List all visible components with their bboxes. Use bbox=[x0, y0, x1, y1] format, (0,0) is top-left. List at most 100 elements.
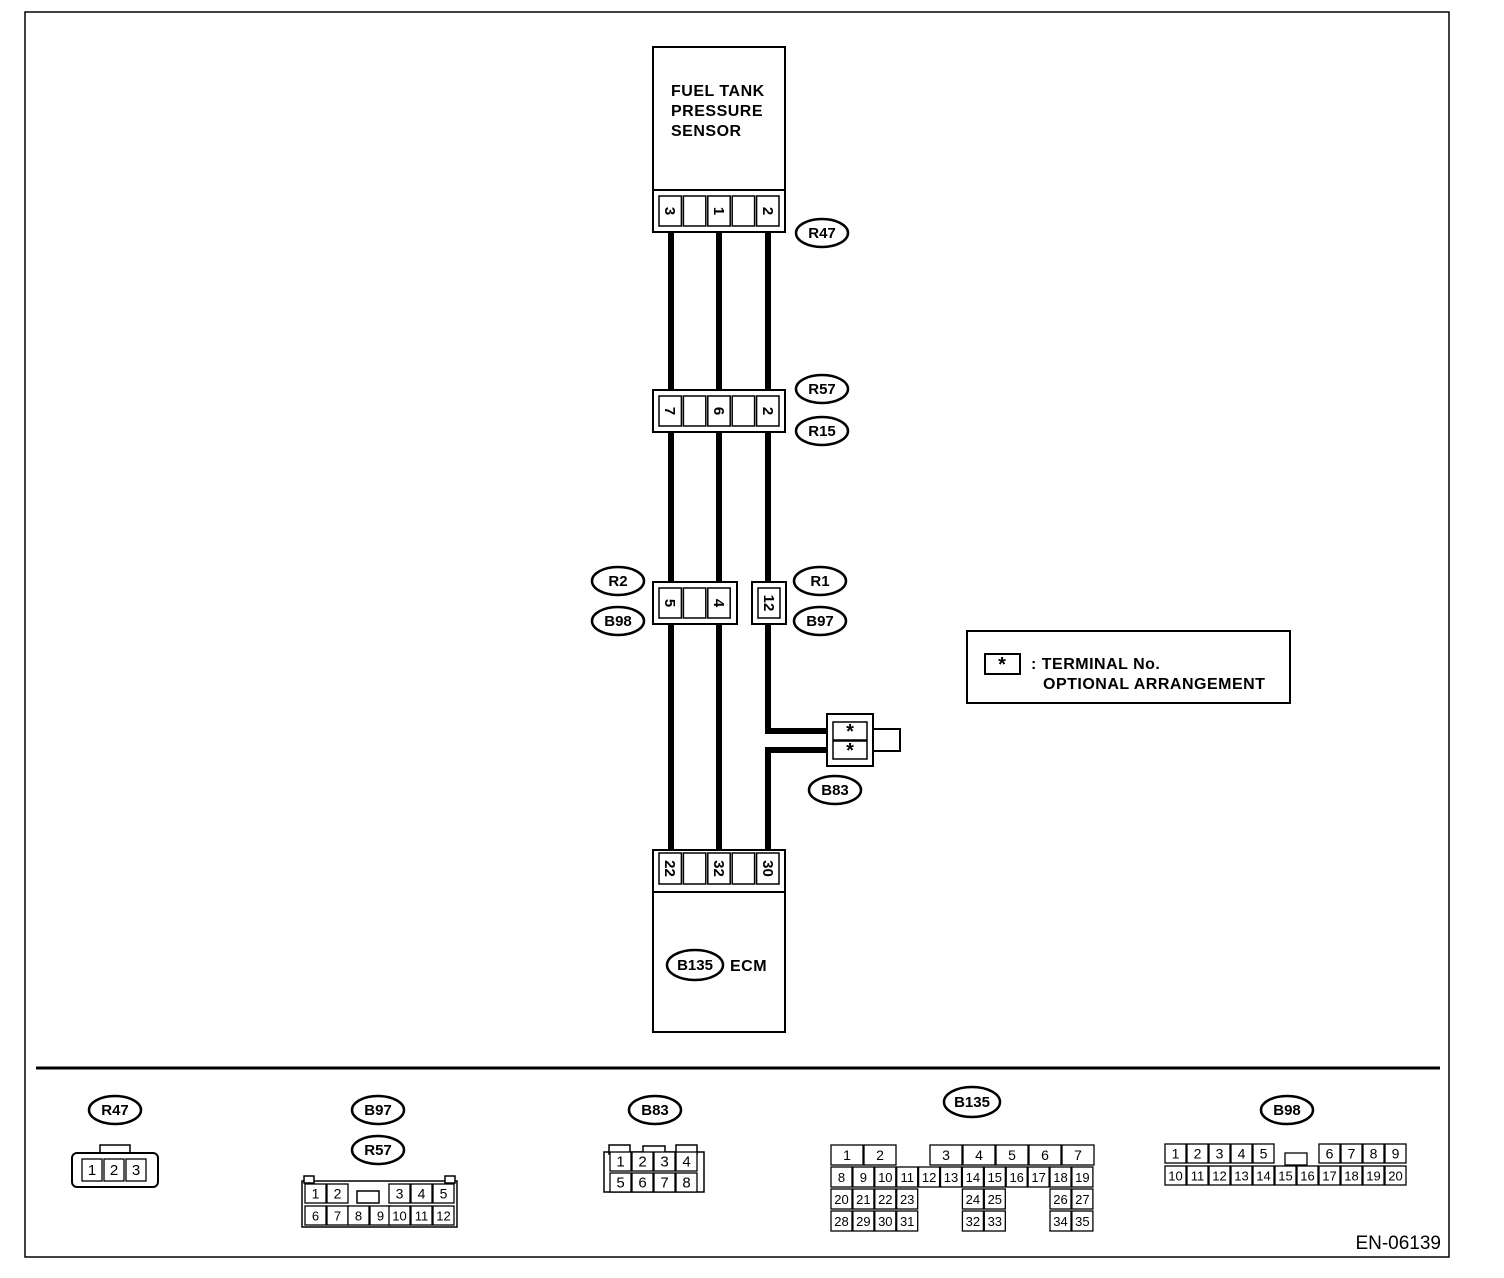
face-b98-pin-cell bbox=[1362, 1143, 1385, 1164]
svg-text:R47: R47 bbox=[101, 1102, 129, 1119]
face-b98-pin-number: 7 bbox=[1348, 1146, 1356, 1162]
r57-cell bbox=[682, 395, 707, 427]
legend-line2: OPTIONAL ARRANGEMENT bbox=[1043, 676, 1265, 693]
face-b98-pin-number: 13 bbox=[1234, 1169, 1248, 1184]
face-b135-pin-number: 20 bbox=[834, 1192, 848, 1207]
face-b135-pin-cell bbox=[961, 1166, 985, 1188]
face-b98-pin-cell bbox=[1318, 1165, 1341, 1186]
face-b135-pin-number: 27 bbox=[1075, 1192, 1089, 1207]
r57-cell bbox=[731, 395, 756, 427]
svg-text:R57: R57 bbox=[364, 1142, 392, 1159]
face-b98-pin-cell bbox=[1186, 1143, 1209, 1164]
b83-pin-1: * bbox=[846, 721, 854, 743]
badge-b135: B135 bbox=[665, 948, 725, 982]
sensor-pin-label: 3 bbox=[661, 207, 678, 215]
face-b135-pin-number: 17 bbox=[1031, 1170, 1045, 1185]
sensor-cell bbox=[731, 195, 756, 227]
svg-text:R15: R15 bbox=[808, 423, 836, 440]
face-b135-pin-cell bbox=[852, 1188, 875, 1210]
svg-text:B97: B97 bbox=[806, 613, 834, 630]
face-b97-pin-cell bbox=[304, 1183, 327, 1204]
face-b98-pin-cell bbox=[1340, 1165, 1363, 1186]
svg-text:B98: B98 bbox=[1273, 1102, 1301, 1119]
ecm-cell bbox=[658, 852, 683, 885]
face-b135-pin-cell bbox=[830, 1210, 853, 1232]
wire-r1-to-b83 bbox=[765, 624, 833, 734]
ecm-pin-label: 32 bbox=[710, 860, 727, 877]
r57-pin-label: 6 bbox=[710, 407, 727, 415]
r57-cell bbox=[658, 395, 683, 427]
svg-text:R47: R47 bbox=[808, 225, 836, 242]
svg-text:B97: B97 bbox=[364, 1102, 392, 1119]
face-b135-badge: B135 bbox=[942, 1085, 1002, 1119]
face-b97-pin-number: 9 bbox=[377, 1209, 384, 1224]
face-b83-pin-cell bbox=[631, 1151, 654, 1172]
b83-test-connector: * * bbox=[826, 713, 901, 767]
ecm-cell bbox=[755, 852, 780, 885]
r2-pin-label: 4 bbox=[710, 599, 727, 608]
ecm-cell bbox=[731, 852, 756, 885]
face-b98-pin-number: 19 bbox=[1366, 1169, 1380, 1184]
face-b97-pin-number: 6 bbox=[312, 1209, 319, 1224]
face-b135-pin-cell bbox=[852, 1210, 875, 1232]
sensor-body bbox=[652, 46, 786, 191]
ecm-label: ECM bbox=[730, 958, 767, 975]
face-b97-pin-number: 7 bbox=[334, 1209, 341, 1224]
face-b135-pin-number: 1 bbox=[843, 1147, 851, 1163]
svg-text:R1: R1 bbox=[810, 573, 829, 590]
badge-r2: R2 bbox=[590, 565, 646, 597]
r1-cell bbox=[757, 587, 781, 619]
face-b97-pin-cell bbox=[347, 1205, 370, 1226]
face-b98-pin-cell bbox=[1208, 1143, 1231, 1164]
svg-text:R57: R57 bbox=[808, 381, 836, 398]
face-b135-pin-number: 18 bbox=[1053, 1170, 1067, 1185]
r2-cell bbox=[658, 587, 683, 619]
face-b135-pin-number: 14 bbox=[966, 1170, 980, 1185]
face-b98-pin-number: 15 bbox=[1278, 1169, 1292, 1184]
face-b97-pin-number: 4 bbox=[418, 1186, 426, 1202]
face-r47-pin-number: 1 bbox=[88, 1162, 96, 1179]
face-b97-pin-number: 3 bbox=[396, 1186, 404, 1202]
sensor-title-line2: PRESSURE bbox=[671, 103, 763, 120]
face-b97-pin-cell bbox=[304, 1205, 327, 1226]
face-b98-pin-cell bbox=[1208, 1165, 1231, 1186]
face-b98-pin-number: 10 bbox=[1168, 1169, 1182, 1184]
face-b135-pin-cell bbox=[939, 1166, 963, 1188]
face-b98-pin-number: 2 bbox=[1194, 1146, 1202, 1162]
face-b135-pin-cell bbox=[1027, 1166, 1050, 1188]
face-b97-pin-number: 1 bbox=[312, 1186, 320, 1202]
face-b98-pin-number: 18 bbox=[1344, 1169, 1358, 1184]
face-b83-pin-number: 2 bbox=[638, 1154, 646, 1171]
sensor-cell bbox=[707, 195, 731, 227]
face-b98-pin-cell bbox=[1362, 1165, 1385, 1186]
r2-cell bbox=[682, 587, 707, 619]
sensor-cell bbox=[682, 195, 707, 227]
face-b135-pin-number: 5 bbox=[1008, 1147, 1016, 1163]
diagram-frame bbox=[24, 11, 1450, 1258]
face-b135-pin-cell bbox=[830, 1188, 853, 1210]
face-b83-pin-number: 7 bbox=[660, 1175, 668, 1192]
face-b98-pin-cell bbox=[1164, 1165, 1187, 1186]
svg-text:R2: R2 bbox=[608, 573, 627, 590]
r1-pin-label: 12 bbox=[760, 595, 777, 612]
badge-r1: R1 bbox=[792, 565, 848, 597]
r57-cell bbox=[707, 395, 731, 427]
legend-symbol: * bbox=[998, 654, 1006, 676]
face-r47-badge: R47 bbox=[87, 1094, 143, 1126]
face-b97-pin-cell bbox=[388, 1183, 411, 1204]
badge-r15: R15 bbox=[794, 415, 850, 447]
face-b135-pin-number: 25 bbox=[988, 1192, 1002, 1207]
face-b98-pin-number: 8 bbox=[1370, 1146, 1378, 1162]
face-b97-pin-number: 5 bbox=[440, 1186, 448, 1202]
face-b98-pin-cell bbox=[1274, 1165, 1297, 1186]
face-b135-pin-number: 21 bbox=[856, 1192, 870, 1207]
face-b98-pin-number: 17 bbox=[1322, 1169, 1336, 1184]
face-b135-pin-number: 8 bbox=[838, 1170, 845, 1185]
legend: * : TERMINAL No. OPTIONAL ARRANGEMENT bbox=[966, 630, 1291, 704]
